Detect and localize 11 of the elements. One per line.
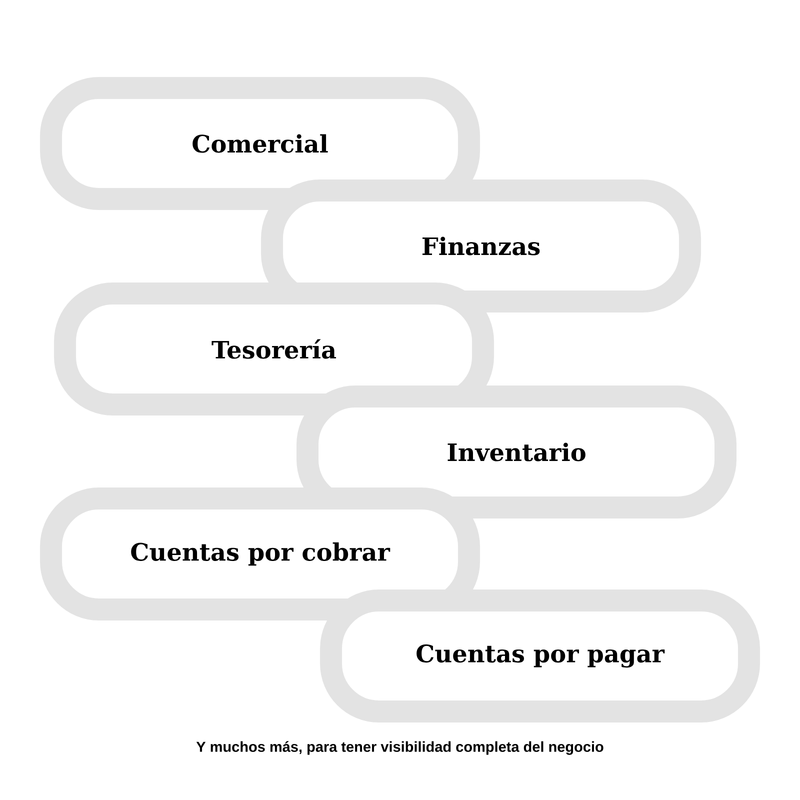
- pill-box: Cuentas por pagar: [320, 590, 760, 722]
- node-label: Cuentas por pagar: [416, 644, 665, 668]
- pill-box: Inventario: [296, 386, 736, 518]
- pill-box: Finanzas: [261, 180, 701, 312]
- pill-box: Comercial: [40, 77, 480, 210]
- pill-box: Tesorería: [54, 282, 494, 416]
- caption: Y muchos más, para tener visibilidad completa del negocio: [196, 741, 604, 755]
- pill-box: Cuentas por cobrar: [40, 488, 480, 620]
- node-label: Finanzas: [422, 236, 540, 256]
- node-label: Cuentas por cobrar: [131, 542, 390, 566]
- node-label: Inventario: [448, 442, 586, 462]
